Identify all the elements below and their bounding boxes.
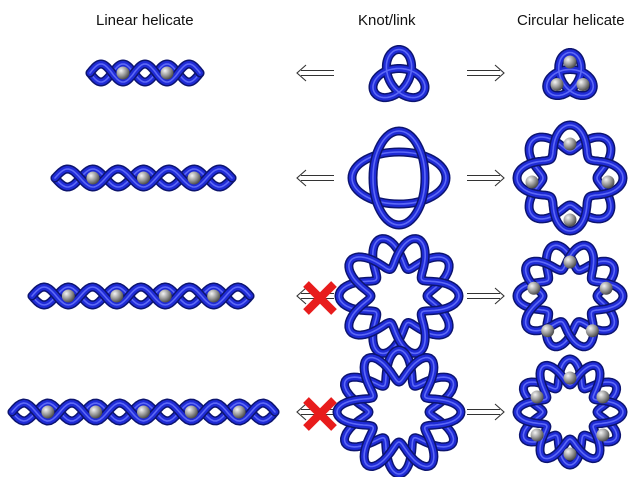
metal-ion: [160, 66, 174, 80]
metal-ion: [232, 405, 246, 419]
circular-helicate-row-3: [512, 240, 628, 352]
circular-strand-a: [518, 354, 622, 470]
arrow-to-circular: [467, 403, 505, 421]
helix-strand-b: [50, 164, 237, 192]
header-circular-helicate: Circular helicate: [517, 12, 625, 29]
knot-row-4: [332, 345, 466, 477]
link-loop-vertical: [368, 126, 430, 230]
metal-ion: [187, 171, 201, 185]
knot-row-3: [334, 234, 464, 358]
metal-ion: [530, 428, 544, 442]
circular-helicate-row-4: [512, 354, 628, 470]
knot-strand-a: [340, 345, 458, 477]
metal-ion: [585, 324, 599, 338]
knot-strand-b: [344, 234, 464, 358]
knot-row-1: [368, 45, 430, 103]
metal-ion: [563, 213, 577, 227]
knot-strand-b: [332, 353, 466, 471]
not-possible-cross: [303, 397, 337, 431]
arrow-to-linear: [296, 169, 334, 187]
circular-strand-b: [512, 360, 628, 464]
metal-ion: [599, 281, 613, 295]
linear-helicate-row-3: [27, 282, 255, 310]
helix-strand-b: [85, 59, 205, 87]
arrow-to-circular: [467, 287, 505, 305]
helix-strand-a: [27, 282, 255, 310]
helix-strand-b: [27, 282, 255, 310]
metal-ion: [563, 255, 577, 269]
linear-helicate-row-1: [85, 59, 205, 87]
circular-strand: [542, 48, 598, 100]
trefoil-knot: [368, 45, 430, 103]
helix-strand-a: [7, 398, 280, 426]
knot-strand-a: [334, 234, 454, 358]
header-linear-helicate: Linear helicate: [96, 12, 194, 29]
linear-helicate-row-2: [50, 164, 237, 192]
metal-ion: [86, 171, 100, 185]
header-knot-link: Knot/link: [358, 12, 416, 29]
circular-strand-b: [512, 120, 628, 236]
circular-helicate-row-2: [512, 120, 628, 236]
metal-ion: [527, 281, 541, 295]
metal-ion: [110, 289, 124, 303]
not-possible-cross: [303, 281, 337, 315]
metal-ion: [61, 289, 75, 303]
circular-strand-a: [512, 240, 619, 352]
knot-row-2: [347, 126, 451, 230]
metal-ion: [530, 390, 544, 404]
helix-strand-a: [50, 164, 237, 192]
metal-ion: [576, 78, 590, 91]
metal-ion: [563, 55, 577, 69]
metal-ion: [563, 371, 577, 385]
metal-ion: [596, 428, 610, 442]
metal-ion: [563, 137, 577, 151]
metal-ion: [550, 78, 564, 91]
metal-ion: [89, 405, 103, 419]
helix-strand-b: [7, 398, 280, 426]
link-loop-horizontal: [347, 147, 451, 209]
circular-helicate-row-1: [542, 48, 598, 100]
metal-ion: [525, 175, 539, 189]
metal-ion: [158, 289, 172, 303]
arrow-to-circular: [467, 169, 505, 187]
metal-ion: [601, 175, 615, 189]
metal-ion: [563, 447, 577, 461]
metal-ion: [116, 66, 130, 80]
metal-ion: [207, 289, 221, 303]
metal-ion: [541, 324, 555, 338]
linear-helicate-row-4: [7, 398, 280, 426]
circular-strand-a: [524, 132, 616, 224]
metal-ion: [41, 405, 55, 419]
arrow-to-circular: [467, 64, 505, 82]
helix-strand-a: [85, 59, 205, 87]
metal-ion: [184, 405, 198, 419]
metal-ion: [137, 171, 150, 185]
metal-ion: [596, 390, 610, 404]
arrow-to-linear: [296, 64, 334, 82]
metal-ion: [137, 405, 150, 419]
